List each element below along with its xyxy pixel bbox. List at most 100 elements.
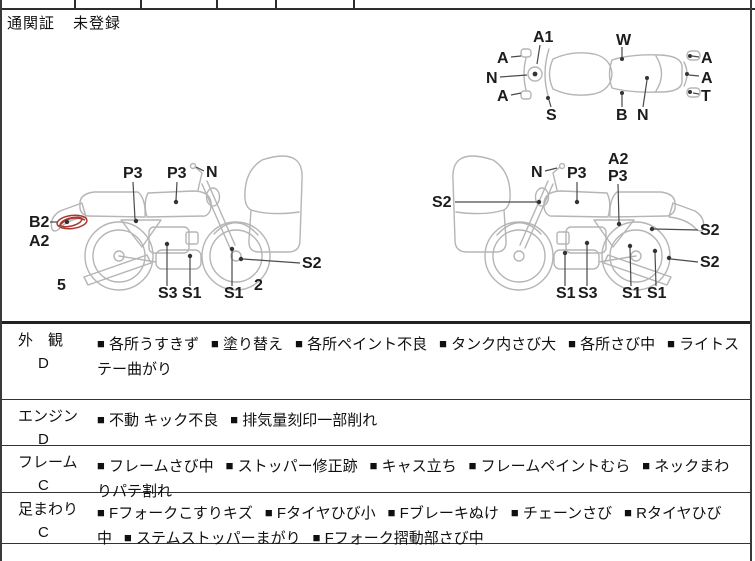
defect-bullet-icon: ■ [264, 505, 273, 520]
condition-marker: A [497, 88, 509, 105]
section-row: エンジン D ■ 不動 キック不良 ■ 排気量刻印一部削れ [2, 400, 750, 448]
defect-bullet-icon: ■ [387, 505, 396, 520]
top-view-leader-lines [499, 44, 700, 108]
condition-marker: S1 [224, 285, 244, 302]
table-cell-divider [353, 0, 355, 8]
defect-item: ■ ライトステー曲がり [97, 336, 740, 378]
defect-item: ■ Fブレーキぬけ [387, 505, 499, 522]
condition-marker: N [206, 164, 218, 181]
table-line [0, 8, 755, 10]
condition-marker: S2 [700, 254, 720, 271]
condition-marker: S [546, 107, 557, 124]
condition-marker: W [616, 32, 632, 49]
defect-list: ■ 不動 キック不良 ■ 排気量刻印一部削れ [97, 400, 750, 445]
defect-bullet-icon: ■ [97, 458, 105, 473]
defect-list: ■ 各所うすきず ■ 塗り替え ■ 各所ペイント不良 ■ タンク内さび大 ■ 各所さび中… [97, 324, 750, 399]
table-cell-divider [140, 0, 142, 8]
top-view-sketch [520, 48, 701, 100]
condition-marker: 5 [57, 277, 66, 294]
defect-bullet-icon: ■ [312, 530, 321, 545]
defect-bullet-icon: ■ [295, 336, 303, 351]
condition-marker: B [616, 107, 628, 124]
condition-marker: S1 [182, 285, 202, 302]
defect-item: ■ チェーンさび [510, 505, 613, 522]
condition-marker: P3 [608, 168, 628, 185]
section-name: エンジン [18, 408, 79, 425]
clearance-label: 通関証 [7, 15, 56, 32]
defect-item: ■ ステムストッパーまがり [124, 530, 301, 547]
section-row: フレーム C ■ フレームさび中 ■ ストッパー修正跡 ■ キャス立ち ■ フレームペ… [2, 446, 750, 500]
condition-marker: S1 [556, 285, 576, 302]
condition-marker: B2 [29, 214, 50, 231]
condition-marker: S3 [158, 285, 178, 302]
condition-marker: A1 [533, 29, 554, 46]
condition-marker: S2 [700, 222, 720, 239]
condition-marker: A2 [608, 151, 629, 168]
condition-marker: P3 [167, 165, 187, 182]
section-label-column: エンジン D [2, 400, 97, 448]
defect-bullet-icon: ■ [211, 336, 219, 351]
clearance-value: 未登録 [73, 15, 122, 32]
section-name: 足まわり [18, 501, 79, 518]
condition-marker: P3 [567, 165, 587, 182]
defect-item: ■ 各所ペイント不良 [295, 336, 428, 353]
defect-item: ■ 各所さび中 [568, 336, 656, 353]
table-cell-divider [74, 0, 76, 8]
left-bike-sketch [50, 155, 303, 291]
condition-marker: S1 [647, 285, 667, 302]
defect-item: ■ ストッパー修正跡 [225, 458, 358, 475]
defect-bullet-icon: ■ [439, 336, 447, 351]
defect-item: ■ フレームペイントむら [468, 458, 631, 475]
condition-sections: 外 観 D ■ 各所うすきず■ 塗り替え■ 各所ペイント不良■ タンク内さび大■… [2, 321, 750, 547]
defect-bullet-icon: ■ [369, 458, 378, 473]
defect-item: ■ Fタイヤひび小 [264, 505, 376, 522]
defect-bullet-icon: ■ [468, 458, 477, 473]
section-label-column: 足まわり C [2, 493, 97, 543]
right-bike-leader-lines [455, 167, 699, 287]
condition-marker: S1 [622, 285, 642, 302]
defect-item: ■ 塗り替え [211, 336, 284, 353]
defect-list: ■ Fフォークこすりキズ■ Fタイヤひび小■ Fブレーキぬけ■ チェーンさび■ … [97, 493, 750, 547]
defect-bullet-icon: ■ [97, 336, 105, 351]
condition-marker: S2 [302, 255, 322, 272]
red-circle-annotation [56, 214, 88, 230]
defect-bullet-icon: ■ [97, 505, 105, 520]
defect-bullet-icon: ■ [230, 412, 239, 427]
defect-item: ■ 各所うすきず [97, 336, 200, 353]
condition-marker: S3 [578, 285, 598, 302]
right-bike-sketch [452, 155, 705, 291]
defect-list: ■ フレームさび中 ■ ストッパー修正跡 ■ キャス立ち ■ フレームペイントむら■ … [97, 446, 750, 500]
section-name: フレーム [18, 454, 78, 471]
section-label-column: 外 観 D [2, 324, 97, 399]
defect-item: ■ Rタイヤひび中 [97, 505, 722, 547]
sheet-border-left [0, 0, 2, 561]
section-name: 外 観 [18, 332, 64, 349]
condition-marker: A [497, 50, 509, 67]
section-row: 足まわり C ■ Fフォークこすりキズ ■ Fタイヤひび小 ■ Fブレーキぬけ ■ チ… [2, 493, 750, 547]
defect-bullet-icon: ■ [97, 412, 105, 427]
defect-bullet-icon: ■ [225, 458, 234, 473]
sheet-border-right [750, 0, 752, 561]
defect-item: ■ 排気量刻印一部削れ [230, 412, 378, 429]
table-cell-divider [275, 0, 277, 8]
condition-marker: N [637, 107, 649, 124]
defect-item: ■ キャス立ち [369, 458, 457, 475]
table-cell-divider [216, 0, 218, 8]
section-grade: D [38, 355, 49, 372]
clearance-status-row: 通関証未登録 [7, 12, 121, 33]
defect-bullet-icon: ■ [624, 505, 632, 520]
condition-diagram: A1 W A N A A A T S B N P3 P3 [29, 29, 720, 302]
defect-item: ■ Fフォーク摺動部さび中 [312, 530, 484, 547]
section-label-column: フレーム C [2, 446, 97, 494]
defect-item: ■ ネックまわりパテ割れ [97, 458, 730, 500]
section-grade: C [38, 524, 49, 541]
condition-marker: S2 [432, 194, 452, 211]
defect-bullet-icon: ■ [642, 458, 651, 473]
defect-item: ■ タンク内さび大 [439, 336, 557, 353]
defect-bullet-icon: ■ [568, 336, 576, 351]
defect-item: ■ 不動 キック不良 [97, 412, 219, 429]
defect-item: ■ Fフォークこすりキズ [97, 505, 253, 522]
defect-item: ■ フレームさび中 [97, 458, 214, 475]
section-row: 外 観 D ■ 各所うすきず■ 塗り替え■ 各所ペイント不良■ タンク内さび大■… [2, 324, 750, 400]
